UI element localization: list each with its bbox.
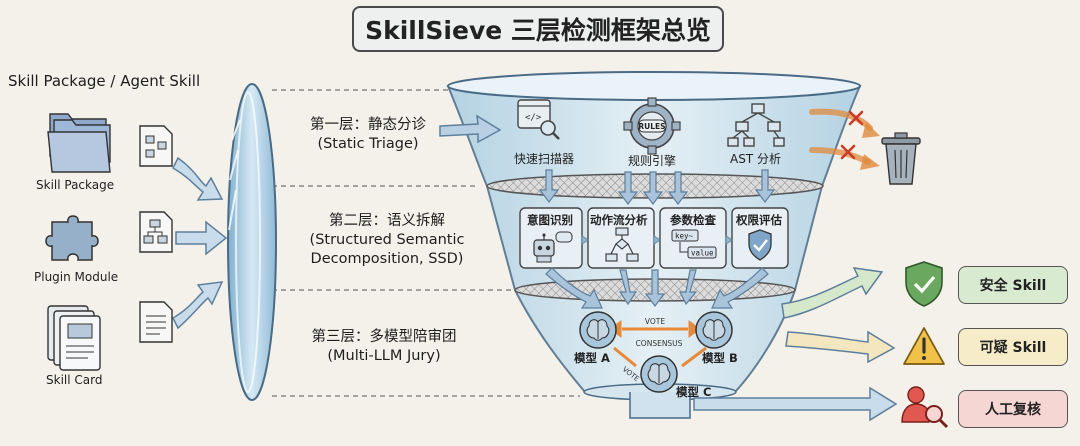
doc-icon-plugin (139, 211, 173, 253)
layer2-title: 第二层：语义拆解 (329, 213, 445, 229)
layer3-subtitle: (Multi-LLM Jury) (327, 348, 441, 364)
layer3-label: 第三层：多模型陪审团 (Multi-LLM Jury) (296, 328, 472, 366)
brain-icon-b (695, 311, 733, 349)
step-label-action-flow: 动作流分析 (590, 213, 648, 227)
key-text: key~ (675, 232, 694, 241)
layer1-subtitle: (Static Triage) (317, 136, 419, 152)
person-search-icon (901, 386, 949, 429)
input-lens (227, 83, 277, 401)
guide-lines (272, 89, 580, 397)
rules-badge: RULES (637, 119, 667, 133)
svg-text:</>: </> (525, 113, 542, 123)
layer1-label: 第一层：静态分诊 (Static Triage) (290, 116, 446, 154)
arrow-to-suspicious (785, 330, 896, 364)
arrow-package-to-lens (172, 156, 224, 201)
code-scan-icon: </> (517, 99, 560, 140)
source-label-skill-card: Skill Card (46, 373, 103, 387)
model-label-c: 模型 C (676, 385, 712, 399)
source-label-plugin-module: Plugin Module (34, 270, 119, 284)
layer2-subtitle-2: Decomposition, SSD) (310, 251, 464, 267)
vote-label-top: VOTE (645, 317, 665, 326)
layer2-subtitle: (Structured Semantic (309, 232, 465, 248)
arrow-to-review (693, 386, 898, 422)
doc-icon-card (139, 301, 173, 343)
value-text: value (691, 249, 714, 258)
arrow-to-safe (781, 267, 884, 319)
folder-stack-icon (47, 113, 111, 173)
model-label-b: 模型 B (702, 351, 738, 365)
key-value-icon: key~ value (671, 229, 717, 259)
step-label-intent: 意图识别 (527, 213, 573, 227)
layer2-connectors (581, 235, 733, 245)
brain-icon-c (640, 355, 678, 393)
diagram-title: SkillSieve 三层检测框架总览 (352, 6, 724, 52)
source-label-skill-package: Skill Package (36, 178, 115, 192)
rules-badge-text: RULES (638, 122, 665, 131)
output-arrows (693, 267, 898, 422)
card-stack-icon (47, 305, 101, 371)
output-shield-icon (905, 261, 943, 307)
arrow-card-to-lens (172, 281, 224, 330)
step-label-permission: 权限评估 (736, 213, 782, 227)
doc-icon-package (139, 125, 173, 167)
input-arrows (172, 156, 228, 330)
robot-chat-icon (533, 231, 573, 263)
output-suspicious-skill: 可疑 Skill (958, 328, 1068, 366)
shield-check-icon (748, 229, 772, 261)
layer1-entry-arrow (439, 114, 502, 144)
reject-arrows (809, 108, 880, 170)
consensus-label: CONSENSUS (636, 339, 683, 348)
layer3-title: 第三层：多模型陪审团 (311, 329, 457, 345)
output-manual-review: 人工复核 (958, 390, 1068, 428)
flowchart-icon (605, 227, 639, 262)
brain-icon-a (579, 311, 617, 349)
tool-label-rules-engine: 规则引擎 (628, 154, 677, 168)
input-heading: Skill Package / Agent Skill (8, 72, 201, 90)
tool-label-fast-scanner: 快速扫描器 (514, 152, 575, 166)
layer1-flow-arrows (538, 169, 776, 205)
warning-triangle-icon (903, 327, 945, 365)
output-safe-skill: 安全 Skill (958, 266, 1068, 304)
ast-tree-icon (727, 103, 785, 147)
layer2-label: 第二层：语义拆解 (Structured Semantic Decomposit… (290, 212, 484, 269)
tool-label-ast: AST 分析 (730, 152, 781, 166)
layer2-flow-arrows (545, 267, 769, 309)
step-label-param-check: 参数检查 (670, 213, 716, 227)
arrow-plugin-to-lens (175, 220, 228, 256)
layer1-title: 第一层：静态分诊 (310, 117, 426, 133)
model-label-a: 模型 A (574, 351, 610, 365)
puzzle-piece-icon (45, 215, 99, 261)
trash-bin-icon (881, 132, 921, 185)
